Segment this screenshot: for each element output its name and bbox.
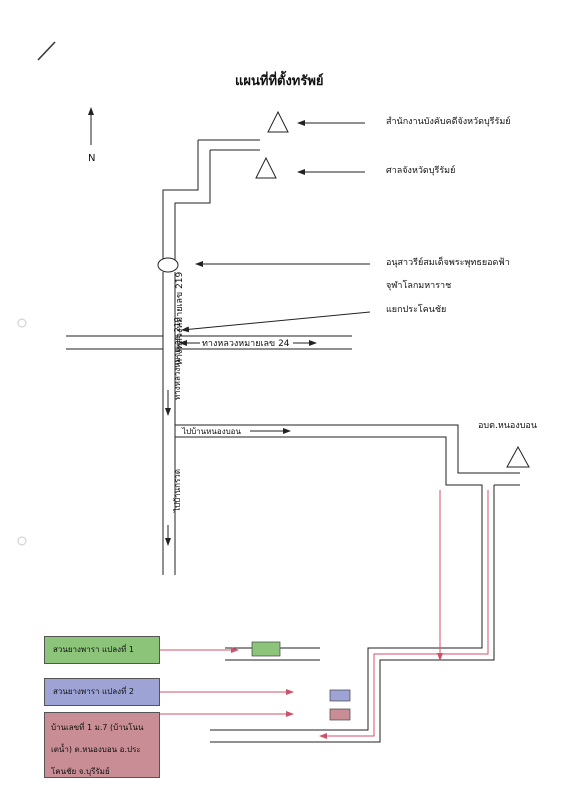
north-label: N [88,153,96,164]
court-label: ศาลจังหวัดบุรีรัมย์ [386,166,456,176]
sao-label: อบต.หนองบอน [478,421,537,431]
court-icon [255,156,277,179]
plot-2-marker [329,689,351,702]
road-219 [162,139,260,575]
map-title: แผนที่ที่ตั้งทรัพย์ [235,74,324,89]
roundabout-icon [157,257,179,273]
legend-plot-1: สวนยางพารา แปลงที่ 1 [44,636,160,664]
sao-icon [506,445,530,468]
legend-house: บ้านเลขที่ 1 ม.7 (บ้านโนน เตน้ำ) ต.หนองบ… [44,712,160,778]
route-line [319,490,489,739]
road-nongbon [175,424,520,743]
stray-mark [37,41,56,61]
legend-house-line3: โคนชัย จ.บุรีรัมย์ [51,767,110,776]
intersection-label: แยกประโคนชัย [386,305,447,315]
monument-label-1: อนุสาวรีย์สมเด็จพระพุทธยอดฟ้า [386,258,510,268]
land-office-label: สำนักงานบังคับคดีจังหวัดบุรีรัมย์ [386,117,511,127]
land-office-icon [267,110,289,133]
road-24 [66,335,352,350]
legend-plot-2: สวนยางพารา แปลงที่ 2 [44,678,160,706]
legend-house-line2: เตน้ำ) ต.หนองบอน อ.ประ [51,745,141,754]
house-marker [329,708,351,721]
monument-label-2: จุฬาโลกมหาราช [386,281,452,291]
legend-house-line1: บ้านเลขที่ 1 ม.7 (บ้านโนน [51,723,144,732]
to-nongbon-label: ไปบ้านหนองบอน [182,427,241,436]
hwy219-lower-label: ทางหลวงหมายเลข 219 [173,317,182,400]
hwy24-label: ทางหลวงหมายเลข 24 [202,339,290,349]
plot-1-marker [251,641,281,657]
to-bankruat-label: ไปบ้านกรวด [173,469,182,512]
